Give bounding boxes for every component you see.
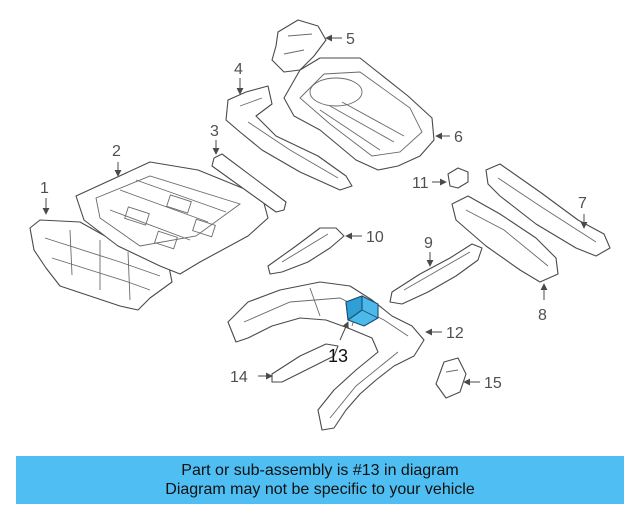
callout-7: 7 — [578, 195, 588, 229]
parts-diagram: 1 2 3 4 5 6 7 8 9 10 11 12 — [29, 19, 611, 431]
callout-10-label: 10 — [366, 229, 384, 246]
part-8-side-rail[interactable] — [451, 195, 559, 283]
callout-10: 10 — [345, 229, 384, 246]
part-14-rail[interactable] — [271, 343, 339, 383]
callout-3: 3 — [210, 123, 220, 155]
callout-5-label: 5 — [346, 31, 355, 48]
callout-9: 9 — [424, 235, 434, 267]
callout-2-label: 2 — [112, 143, 121, 160]
callout-6-label: 6 — [454, 129, 463, 146]
info-banner: Part or sub-assembly is #13 in diagram D… — [16, 456, 624, 504]
part-9-member[interactable] — [389, 243, 483, 305]
part-2-floor-pan-center[interactable] — [75, 161, 269, 275]
callout-15: 15 — [463, 375, 502, 392]
part-13-bracket-highlighted[interactable] — [345, 295, 379, 327]
part-10-bracket[interactable] — [267, 227, 345, 275]
callout-9-label: 9 — [424, 235, 433, 252]
callout-6: 6 — [435, 129, 463, 146]
callout-15-label: 15 — [484, 375, 502, 392]
callout-12: 12 — [425, 325, 464, 342]
part-5-bracket[interactable] — [271, 19, 327, 73]
part-7-side-rail[interactable] — [485, 163, 611, 257]
part-15-bracket[interactable] — [435, 357, 467, 399]
callout-13: 13 — [328, 321, 349, 366]
callout-3-label: 3 — [210, 123, 219, 140]
callout-4-label: 4 — [234, 61, 243, 78]
callout-7-label: 7 — [578, 195, 587, 212]
part-6-rear-floor-tub[interactable] — [283, 57, 435, 171]
banner-line-1: Part or sub-assembly is #13 in diagram — [181, 462, 459, 479]
part-1-floor-pan-front[interactable] — [29, 219, 173, 311]
part-3-rail[interactable] — [211, 153, 287, 213]
part-4-crossmember[interactable] — [225, 85, 353, 191]
callout-4: 4 — [234, 61, 244, 95]
callout-14-label: 14 — [230, 369, 248, 386]
callout-1-label: 1 — [40, 180, 49, 197]
banner-line-2: Diagram may not be specific to your vehi… — [165, 481, 475, 498]
callout-14: 14 — [230, 369, 273, 386]
callout-5: 5 — [325, 31, 355, 48]
callout-8: 8 — [538, 283, 548, 324]
callout-13-label: 13 — [328, 346, 348, 366]
callout-11: 11 — [412, 175, 447, 192]
callout-1: 1 — [40, 180, 50, 215]
callout-12-label: 12 — [446, 325, 464, 342]
callout-8-label: 8 — [538, 307, 547, 324]
callout-2: 2 — [112, 143, 122, 177]
callout-11-label: 11 — [412, 175, 429, 192]
part-11-clip[interactable] — [447, 167, 469, 189]
